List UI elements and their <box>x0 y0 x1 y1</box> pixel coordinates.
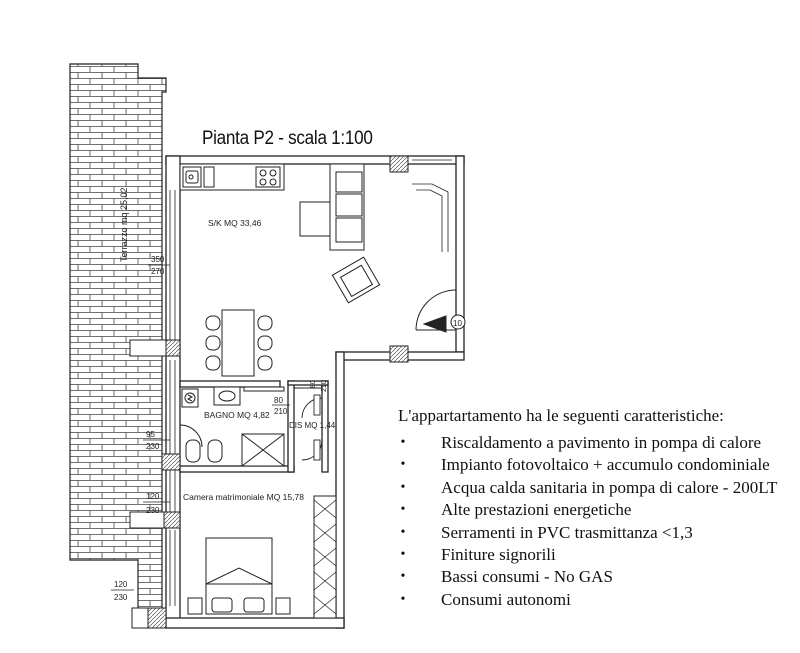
bullet-icon: • <box>400 435 406 450</box>
windows <box>169 159 452 606</box>
feature-text: Finiture signorili <box>441 545 556 565</box>
dining-table <box>205 309 273 377</box>
dim-d2-a: 80 <box>310 380 317 388</box>
dim-w2-top: 95 <box>146 430 155 439</box>
bed <box>187 537 291 615</box>
feature-text: Acqua calda sanitaria in pompa di calore… <box>441 477 778 497</box>
list-item: • Bassi consumi - No GAS <box>398 566 793 588</box>
dim-d2-b: 210 <box>321 380 328 392</box>
features-block: L'appartartamento ha le seguenti caratte… <box>398 406 793 611</box>
stove-icon <box>255 166 281 188</box>
bullet-icon: • <box>400 479 406 495</box>
entrance-number: 10 <box>453 319 462 328</box>
list-item: • Riscaldamento a pavimento in pompa di c… <box>398 432 793 454</box>
dim-w4-top: 120 <box>114 580 128 589</box>
features-list: • Riscaldamento a pavimento in pompa di c… <box>398 432 793 611</box>
feature-text: Serramenti in PVC trasmittanza <1,3 <box>441 522 693 542</box>
bullet-icon: • <box>400 502 406 518</box>
feature-text: Riscaldamento a pavimento in pompa di ca… <box>441 433 762 452</box>
room-label-bath: BAGNO MQ 4,82 <box>204 410 270 420</box>
sofa <box>299 163 365 251</box>
room-label-living: S/K MQ 33,46 <box>208 218 262 228</box>
list-item: • Consumi autonomi <box>398 589 793 611</box>
door-swings <box>294 387 323 461</box>
dim-w4-bottom: 230 <box>114 593 128 602</box>
bullet-icon: • <box>400 457 406 473</box>
bidet-icon <box>207 439 223 463</box>
walls <box>165 155 465 629</box>
kitchen-counter <box>179 163 285 191</box>
room-label-dis: DIS MQ 1,44 <box>289 421 336 430</box>
bullet-icon: • <box>400 569 406 585</box>
list-item: • Impianto fotovoltaico + accumulo condom… <box>398 454 793 476</box>
dim-w1-top: 350 <box>151 255 165 264</box>
feature-text: Impianto fotovoltaico + accumulo condomi… <box>441 455 770 475</box>
dim-w2-bottom: 230 <box>146 442 160 451</box>
terrace: Terrazzo mq 25,02 <box>69 63 167 613</box>
bathroom-fixtures <box>179 386 285 467</box>
feature-text: Alte prestazioni energetiche <box>441 500 632 520</box>
toilet-icon <box>185 439 201 463</box>
pillars <box>129 155 409 629</box>
dim-w3-top: 120 <box>146 492 160 501</box>
room-label-bedroom: Camera matrimoniale MQ 15,78 <box>183 492 304 502</box>
dim-d1-b: 210 <box>274 407 288 416</box>
list-item: • Finiture signorili <box>398 544 793 566</box>
dim-d1-a: 80 <box>274 396 283 405</box>
list-item: • Serramenti in PVC trasmittanza <1,3 <box>398 522 793 544</box>
list-item: • Alte prestazioni energetiche <box>398 499 793 521</box>
wardrobe <box>313 495 337 619</box>
terrace-label: Terrazzo mq 25,02 <box>119 187 129 262</box>
list-item: • Acqua calda sanitaria in pompa di calor… <box>398 477 793 499</box>
armchair <box>331 256 381 304</box>
entrance-door: 10 <box>415 289 466 333</box>
dim-w3-bottom: 230 <box>146 506 160 515</box>
features-intro: L'appartartamento ha le seguenti caratte… <box>398 406 724 425</box>
dimension-labels: 350 270 95 230 120 230 120 230 80 210 80… <box>111 255 328 602</box>
bullet-icon: • <box>400 547 406 563</box>
dim-w1-bottom: 270 <box>151 267 165 276</box>
feature-text: Bassi consumi - No GAS <box>441 567 613 587</box>
plan-title: Pianta P2 - scala 1:100 <box>202 128 373 149</box>
feature-text: Consumi autonomi <box>441 589 571 609</box>
bullet-icon: • <box>400 591 406 607</box>
bullet-icon: • <box>400 524 406 540</box>
